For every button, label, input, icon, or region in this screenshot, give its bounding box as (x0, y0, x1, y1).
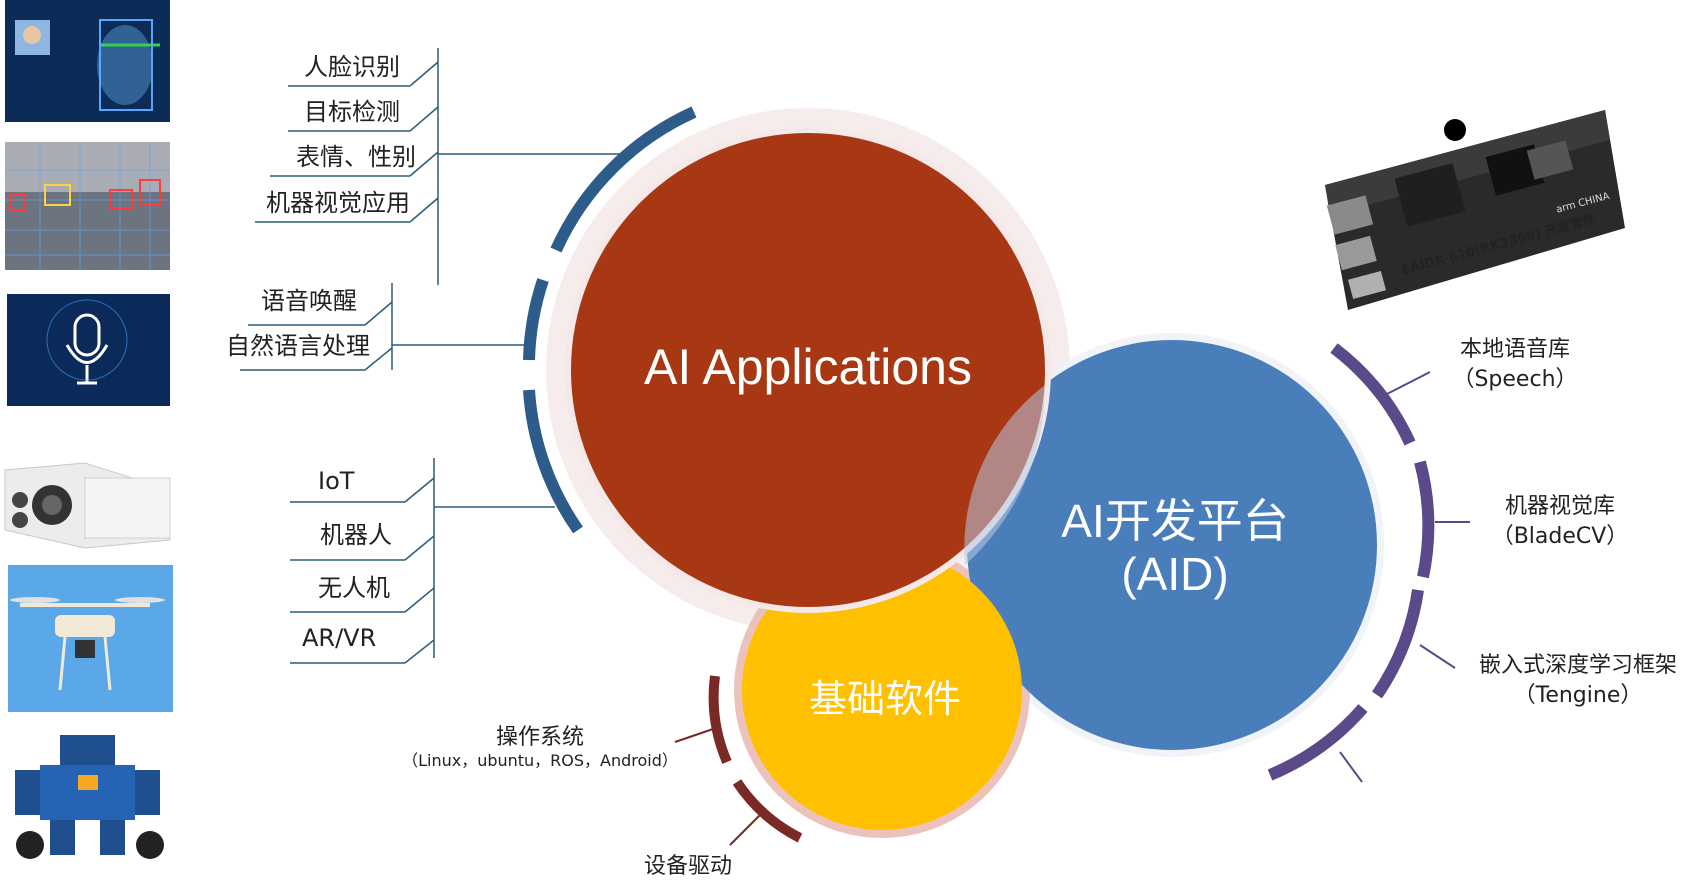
face-recognition-image-icon (5, 0, 170, 122)
label-speech-library-sub: （Speech） (1452, 367, 1578, 392)
applications-arc-bottom (523, 389, 583, 534)
label-operating-system-sub: （Linux，ubuntu，ROS，Android） (402, 751, 678, 770)
robot-image-icon (5, 722, 177, 870)
platform-title-line1: AI开发平台 (1061, 495, 1289, 547)
label-robot: 机器人 (320, 521, 392, 549)
base-circle (742, 550, 1022, 830)
vision-connectors (255, 48, 625, 285)
label-machine-vision: 机器视觉应用 (266, 189, 410, 217)
label-operating-system: 操作系统 (495, 725, 584, 750)
base-arc-left (708, 675, 732, 764)
base-arc-bottom (732, 779, 803, 843)
label-vision-library-sub: （BladeCV） (1491, 524, 1629, 549)
label-ar-vr: AR/VR (302, 624, 377, 652)
platform-title-line2: (AID) (1121, 548, 1229, 600)
applications-arc-middle (523, 278, 549, 361)
platform-arc-lower (1372, 589, 1424, 699)
label-speech-library: 本地语音库 (1459, 337, 1570, 362)
eaidk-board-image (1325, 110, 1625, 310)
label-expression-gender: 表情、性别 (296, 143, 416, 171)
label-drone: 无人机 (318, 574, 390, 602)
overlap-highlight (964, 385, 1046, 565)
drone-image-icon (8, 565, 173, 712)
label-device-driver: 设备驱动 (643, 854, 732, 879)
platform-arc-middle (1414, 460, 1435, 579)
label-dl-framework: 嵌入式深度学习框架 (1478, 653, 1677, 678)
applications-title: AI Applications (644, 339, 972, 395)
label-dl-framework-sub: （Tengine） (1513, 683, 1643, 708)
label-voice-wakeup: 语音唤醒 (261, 287, 357, 315)
object-detection-image-icon (5, 142, 170, 270)
platform-circle (967, 340, 1377, 750)
label-vision-library: 机器视觉库 (1504, 494, 1615, 519)
iot-connectors (290, 458, 555, 664)
library-connectors (1339, 371, 1470, 783)
base-title: 基础软件 (808, 679, 961, 721)
platform-arc-top (1330, 343, 1416, 446)
label-face-recognition: 人脸识别 (304, 53, 400, 81)
platform-arc-bottom (1267, 704, 1368, 781)
applications-circle (565, 127, 1051, 613)
applications-arc-top (550, 106, 697, 253)
label-nlp: 自然语言处理 (226, 332, 370, 360)
speech-connectors (240, 283, 527, 371)
security-camera-image-icon (4, 458, 173, 549)
base-connectors (674, 727, 761, 846)
label-object-detection: 目标检测 (304, 98, 400, 126)
microphone-image-icon (7, 294, 170, 406)
label-iot: IoT (318, 467, 355, 495)
